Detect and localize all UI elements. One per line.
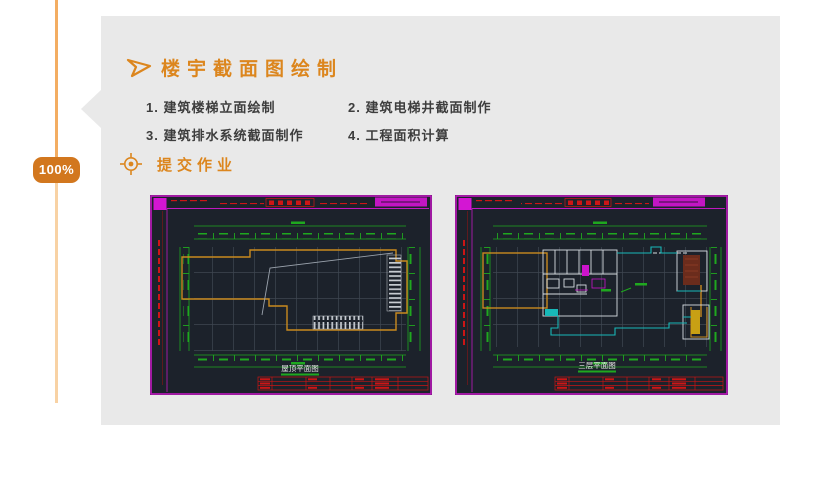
list-item-1: 1. 建筑楼梯立面绘制 <box>146 100 276 115</box>
submit-section: 提交作业 <box>119 152 237 176</box>
drawing-caption: 三层平面图 <box>578 361 616 373</box>
drawing-caption: 屋顶平面图 <box>281 364 319 376</box>
stair-hatch-right <box>386 254 402 312</box>
page-title: 楼宇截面图绘制 <box>161 59 344 80</box>
interior-walls <box>542 249 710 340</box>
content-panel: 楼宇截面图绘制 1. 建筑楼梯立面绘制 2. 建筑电梯井截面制作 3. 建筑排水… <box>81 16 780 425</box>
mep-annotations <box>545 246 701 336</box>
duct-fill <box>691 310 700 334</box>
list-item-3: 3. 建筑排水系统截面制作 <box>146 128 304 143</box>
cad-canvas-right: 三层平面图 <box>455 195 728 395</box>
arrow-icon <box>126 58 152 77</box>
list-item-2: 2. 建筑电梯井截面制作 <box>348 100 492 115</box>
progress-rail-top <box>55 0 58 158</box>
dimension-lines <box>480 221 722 368</box>
target-icon <box>120 153 142 175</box>
title-block <box>257 376 429 391</box>
panel-notch <box>81 90 101 128</box>
building-outline <box>181 249 408 331</box>
top-annotation-bar <box>476 197 705 207</box>
progress-badge: 100% <box>33 157 80 183</box>
title-block <box>554 376 724 391</box>
caption-text: 屋顶平面图 <box>281 364 319 373</box>
caption-text: 三层平面图 <box>578 361 616 370</box>
progress-rail-bottom <box>55 183 58 403</box>
cad-drawing-roof-plan: 屋顶平面图 <box>150 195 432 395</box>
cad-drawing-floor-plan: 三层平面图 <box>455 195 728 395</box>
side-red-notes <box>156 237 160 347</box>
column-grid <box>493 247 707 347</box>
submit-label: 提交作业 <box>157 156 238 174</box>
top-annotation-bar <box>171 197 427 207</box>
cad-canvas-left: 屋顶平面图 <box>150 195 432 395</box>
list-item-4: 4. 工程面积计算 <box>348 128 450 143</box>
section-header: 楼宇截面图绘制 <box>125 54 343 81</box>
stair-hatch-bottom <box>312 315 364 330</box>
side-red-notes <box>461 237 465 347</box>
